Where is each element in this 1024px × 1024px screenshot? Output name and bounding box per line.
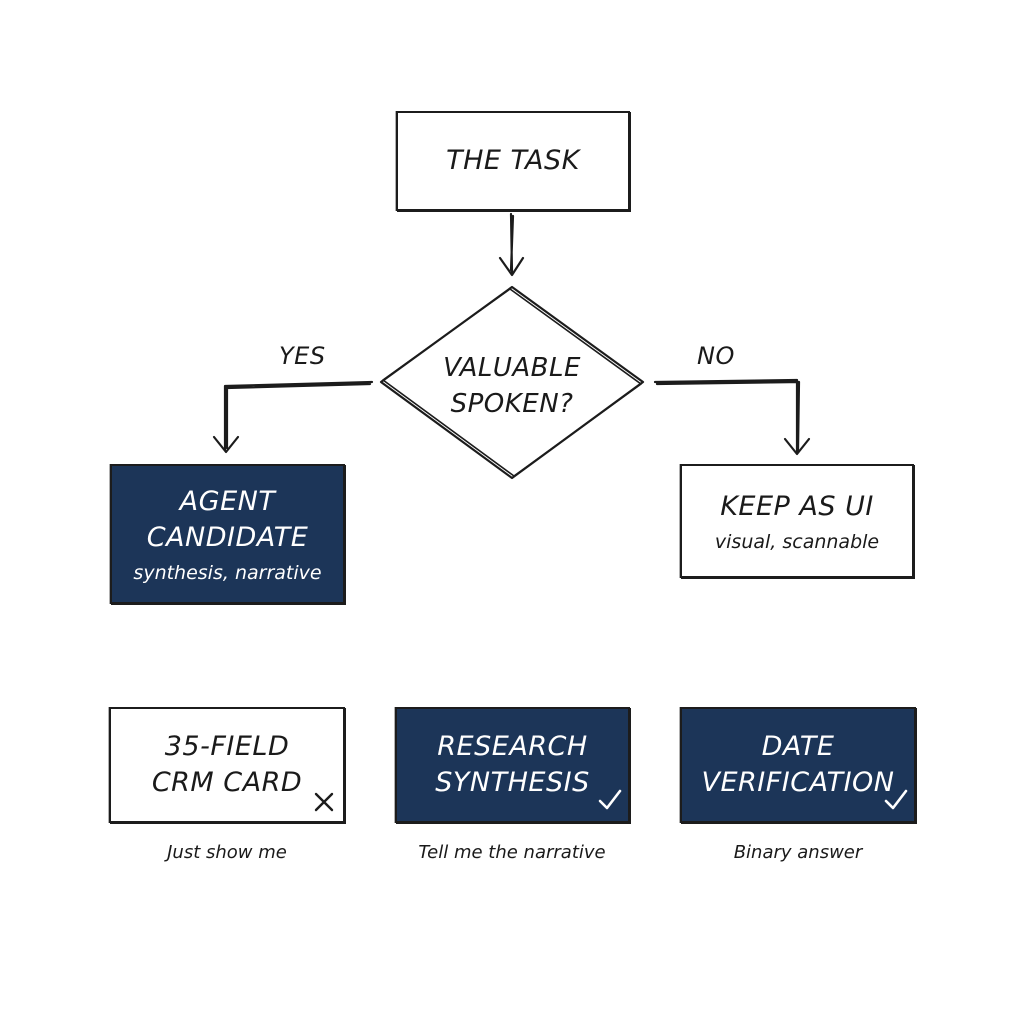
cross-icon [314,792,334,812]
example-date-verification-caption: Binary answer [733,842,863,863]
example-crm-card-caption: Just show me [167,842,287,863]
start-label: THE TASK [446,145,580,176]
keep-ui-title: KEEP AS UI [720,491,874,522]
keep-ui-subtitle: visual, scannable [714,531,880,553]
branch-label-no: NO [697,342,735,370]
example-research-synthesis-caption: Tell me the narrative [418,842,606,863]
check-icon [598,789,622,810]
connector-task-to-decision [509,212,515,274]
arrowhead-down-no [783,437,811,456]
start-box: THE TASK [396,111,630,211]
agent-candidate-subtitle: synthesis, narrative [133,562,322,584]
branch-label-yes: YES [279,342,326,370]
example-crm-card-title: 35-FIELD CRM CARD [151,731,303,798]
agent-candidate-box: AGENT CANDIDATE synthesis, narrative [110,464,345,604]
connector-no [653,378,801,455]
example-date-verification-title: DATE VERIFICATION [701,731,895,798]
decision-diamond-sketch [382,288,642,477]
example-date-verification-box: DATE VERIFICATION [680,707,916,823]
keep-ui-box: KEEP AS UI visual, scannable [680,464,914,578]
example-crm-card-box: 35-FIELD CRM CARD [109,707,345,823]
arrowhead-down-decision [498,256,525,277]
check-icon [884,789,908,810]
connector-yes [223,380,374,452]
decision-label: VALUABLE SPOKEN? [443,353,581,419]
example-research-synthesis-box: RESEARCH SYNTHESIS [395,707,630,823]
arrowhead-down-yes [212,435,240,454]
example-research-synthesis-title: RESEARCH SYNTHESIS [435,731,590,798]
agent-candidate-title: AGENT CANDIDATE [146,486,309,553]
